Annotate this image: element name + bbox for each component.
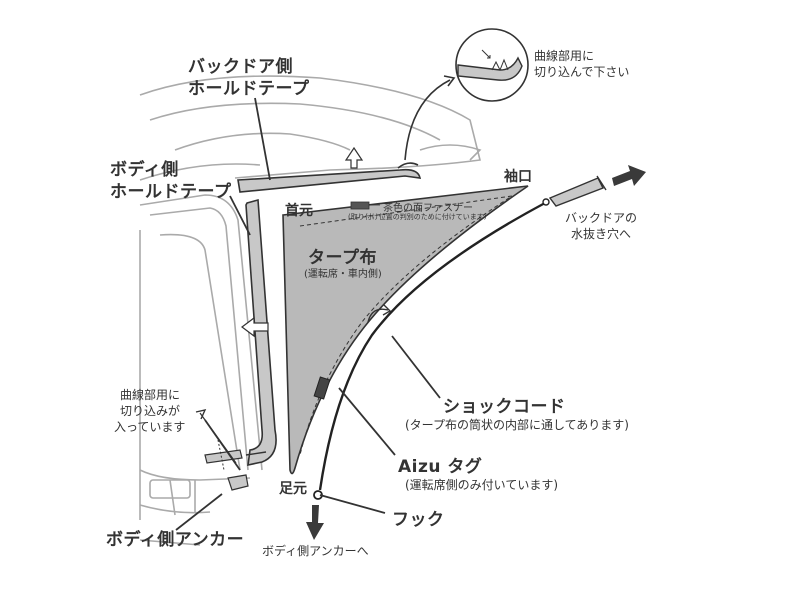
arrow-left-hollow <box>241 316 269 338</box>
body-tape-label-1: ボディ側 <box>110 160 179 180</box>
drain-label-2: 水抜き穴へ <box>571 227 632 241</box>
backdoor-tape-label-2: ホールドテープ <box>188 79 310 99</box>
neck-label: 首元 <box>285 203 313 219</box>
arrow-up-hollow <box>344 146 364 169</box>
velcro-label-2: (取り付け位置の判別のために付けています) <box>348 213 487 221</box>
tarp-cloth <box>282 185 529 475</box>
body-tape-label-2: ホールドテープ <box>110 182 232 202</box>
shock-cord-note: (タープ布の筒状の内部に通してあります) <box>405 418 629 432</box>
hook-label: フック <box>392 510 445 530</box>
body-hold-tape <box>245 198 277 467</box>
foot-label: 足元 <box>279 481 307 497</box>
inset-note-2: 切り込んで下さい <box>534 65 630 79</box>
body-anchor-label: ボディ側アンカー <box>106 530 245 550</box>
velcro-patch <box>350 201 370 210</box>
drain-label-1: バックドアの <box>565 211 638 225</box>
backdoor-hold-tape <box>237 168 422 193</box>
tarp-label-2: (運転席・車内側) <box>304 269 382 280</box>
sleeve-label: 袖口 <box>504 169 532 185</box>
car-outline <box>139 75 482 546</box>
body-anchor-mark <box>227 474 249 491</box>
aizu-tag-label: Aizu タグ <box>398 457 483 477</box>
leader-lines <box>175 97 441 531</box>
curve-note-2: 切り込みが <box>120 404 181 418</box>
inset-note-1: 曲線部用に <box>534 49 595 63</box>
backdoor-tape-label-1: バックドア側 <box>188 57 293 77</box>
curve-note-1: 曲線部用に <box>120 388 181 402</box>
shock-cord <box>318 201 546 491</box>
shock-cord-label: ショックコード <box>443 397 566 417</box>
arrow-to-body-anchor <box>306 505 324 540</box>
tarp-seam <box>299 195 513 456</box>
inset-circle <box>455 28 529 102</box>
arrow-to-drain <box>612 165 646 186</box>
to-body-anchor-label: ボディ側アンカーへ <box>262 544 369 558</box>
tarp-label-1: タープ布 <box>308 248 377 268</box>
drain-plug <box>548 177 604 207</box>
velcro-label-1: 茶色の面ファスナー <box>383 203 473 214</box>
curve-note-3: 入っています <box>114 420 186 434</box>
aizu-tag-mark <box>313 376 331 400</box>
aizu-note: (運転席側のみ付いています) <box>405 478 559 492</box>
